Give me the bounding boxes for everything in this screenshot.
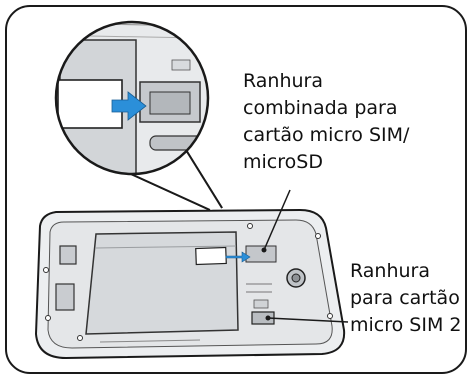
callout-line: micro SIM 2 <box>350 314 462 336</box>
leader-line-combined <box>263 189 291 251</box>
sim-card-small <box>195 246 227 266</box>
side-cutout-bottom <box>55 283 75 311</box>
side-cutout-top <box>59 245 77 265</box>
magnifier-ring <box>54 20 210 176</box>
callout-line: cartão micro SIM/ <box>243 124 410 146</box>
callout-line: Ranhura <box>243 70 324 92</box>
magnified-slot-view <box>56 22 208 174</box>
callout-line: combinada para <box>243 97 398 119</box>
callout-line: microSD <box>243 151 323 173</box>
insertion-arrow-small <box>225 251 251 263</box>
callout-combined-slot: Ranhura combinada para cartão micro SIM/… <box>243 68 468 176</box>
leader-line-sim2 <box>267 317 349 323</box>
insertion-arrow-large <box>111 91 147 121</box>
callout-line: para cartão <box>350 287 460 309</box>
phone-back-view <box>34 208 346 360</box>
callout-sim2-slot: Ranhura para cartão micro SIM 2 <box>350 258 470 339</box>
combined-slot-small <box>245 245 277 263</box>
callout-line: Ranhura <box>350 260 431 282</box>
